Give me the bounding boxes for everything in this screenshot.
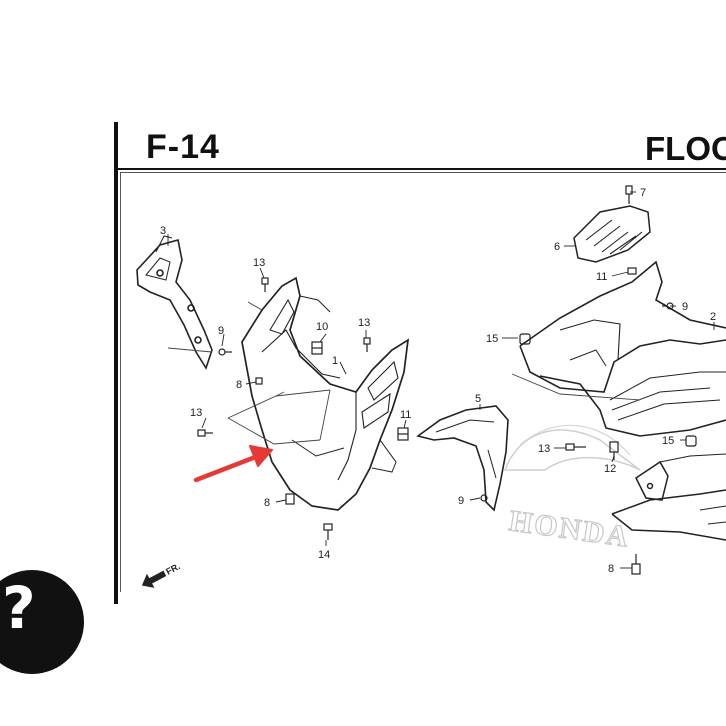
part-3-side-bracket — [136, 235, 213, 370]
callout-8: 8 — [608, 563, 614, 575]
grommet-15-right — [685, 435, 697, 447]
callout-14: 14 — [318, 549, 330, 561]
callout-1: 1 — [332, 355, 338, 367]
callout-6: 6 — [554, 241, 560, 253]
screw-8-bottom — [285, 493, 295, 505]
part-2-floor-panel — [519, 260, 726, 437]
page-code: F-14 — [146, 128, 220, 166]
screw-7 — [625, 185, 633, 204]
fr-label: FR. — [164, 561, 181, 577]
callout-9: 9 — [458, 495, 464, 507]
callout-8: 8 — [236, 379, 242, 391]
callout-9: 9 — [682, 301, 688, 313]
callout-13: 13 — [253, 257, 265, 269]
callout-15: 15 — [486, 333, 498, 345]
clip-10-left — [311, 341, 323, 355]
callout-15: 15 — [662, 435, 674, 447]
callout-13: 13 — [358, 317, 370, 329]
callout-11: 11 — [596, 271, 607, 283]
part-6-floor-mat — [573, 205, 651, 263]
clip-10-right — [397, 427, 409, 441]
screw-9-bottom — [480, 494, 488, 502]
red-pointer-arrow — [193, 445, 273, 483]
callout-12: 12 — [604, 463, 616, 475]
part-under-tray — [611, 453, 726, 541]
callout-5: 5 — [475, 393, 481, 405]
front-direction-marker: FR. — [141, 561, 182, 588]
frame-title-divider — [114, 168, 726, 170]
callout-8: 8 — [264, 497, 270, 509]
callout-13: 13 — [190, 407, 202, 419]
watermark-text: HONDA — [507, 504, 632, 554]
callout-labels: 3 13 10 1 13 8 9 13 11 8 14 5 9 6 7 11 9… — [160, 187, 716, 575]
bolt-13-right — [565, 443, 586, 451]
callout-9: 9 — [218, 325, 224, 337]
bolt-13-center — [363, 337, 371, 352]
callout-10: 10 — [316, 321, 328, 333]
callout-7: 7 — [640, 187, 646, 199]
part-1-front-lower-cover — [241, 276, 410, 511]
frame-inner-top-border — [120, 172, 726, 173]
screw-9-left — [218, 348, 232, 356]
callout-3: 3 — [160, 225, 166, 237]
leader-lines — [167, 191, 715, 569]
screw-8-right — [631, 554, 641, 575]
grommet-15-left — [519, 333, 531, 345]
fasteners — [197, 185, 697, 575]
bolt-13-left-top — [261, 277, 269, 292]
bolt-14 — [323, 523, 333, 540]
callout-2: 2 — [710, 311, 716, 323]
part-5-side-panel — [416, 405, 509, 512]
frame-left-border — [114, 122, 118, 604]
section-title: FLOO — [645, 130, 726, 167]
badge-glyph: ? — [2, 574, 36, 642]
callout-13: 13 — [538, 443, 550, 455]
assembly-guide-lines — [167, 301, 641, 445]
overlay-badge: ? — [0, 570, 84, 674]
bolt-13-left — [197, 429, 213, 437]
nut-11 — [627, 267, 637, 275]
callout-10: 11 — [400, 409, 411, 421]
frame-inner-left-border — [120, 172, 121, 592]
screw-8-left — [255, 377, 263, 385]
